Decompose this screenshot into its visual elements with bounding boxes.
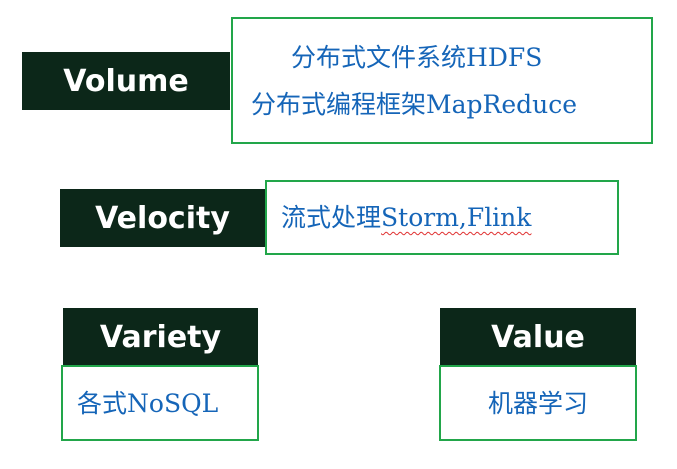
volume-line2-cn: 分布式编程框架 bbox=[251, 89, 427, 119]
value-line: 机器学习 bbox=[488, 391, 588, 416]
velocity-label: Velocity bbox=[60, 189, 265, 247]
volume-label: Volume bbox=[22, 52, 230, 110]
value-label-text: Value bbox=[491, 319, 585, 355]
volume-line-mapreduce: 分布式编程框架MapReduce bbox=[251, 92, 651, 117]
variety-line-cn: 各式 bbox=[77, 388, 128, 418]
volume-line1-cn: 分布式文件系统 bbox=[291, 42, 467, 72]
volume-label-text: Volume bbox=[63, 63, 189, 99]
velocity-box: 流式处理Storm,Flink bbox=[265, 180, 619, 255]
volume-line2-en: MapReduce bbox=[426, 89, 578, 119]
variety-label: Variety bbox=[63, 308, 258, 366]
volume-line-hdfs: 分布式文件系统HDFS bbox=[251, 45, 651, 70]
variety-line-en: NoSQL bbox=[127, 388, 219, 418]
value-line-cn: 机器学习 bbox=[487, 388, 588, 418]
velocity-line-cn: 流式处理 bbox=[281, 203, 382, 232]
velocity-line: 流式处理Storm,Flink bbox=[281, 205, 617, 230]
variety-line: 各式NoSQL bbox=[77, 391, 257, 416]
velocity-label-text: Velocity bbox=[95, 200, 230, 236]
velocity-line-en: Storm,Flink bbox=[381, 203, 532, 232]
volume-line1-en: HDFS bbox=[466, 42, 543, 72]
variety-label-text: Variety bbox=[99, 319, 222, 355]
value-label: Value bbox=[440, 308, 636, 366]
value-box: 机器学习 bbox=[439, 365, 637, 441]
variety-box: 各式NoSQL bbox=[61, 365, 259, 441]
volume-box: 分布式文件系统HDFS 分布式编程框架MapReduce bbox=[231, 17, 653, 144]
